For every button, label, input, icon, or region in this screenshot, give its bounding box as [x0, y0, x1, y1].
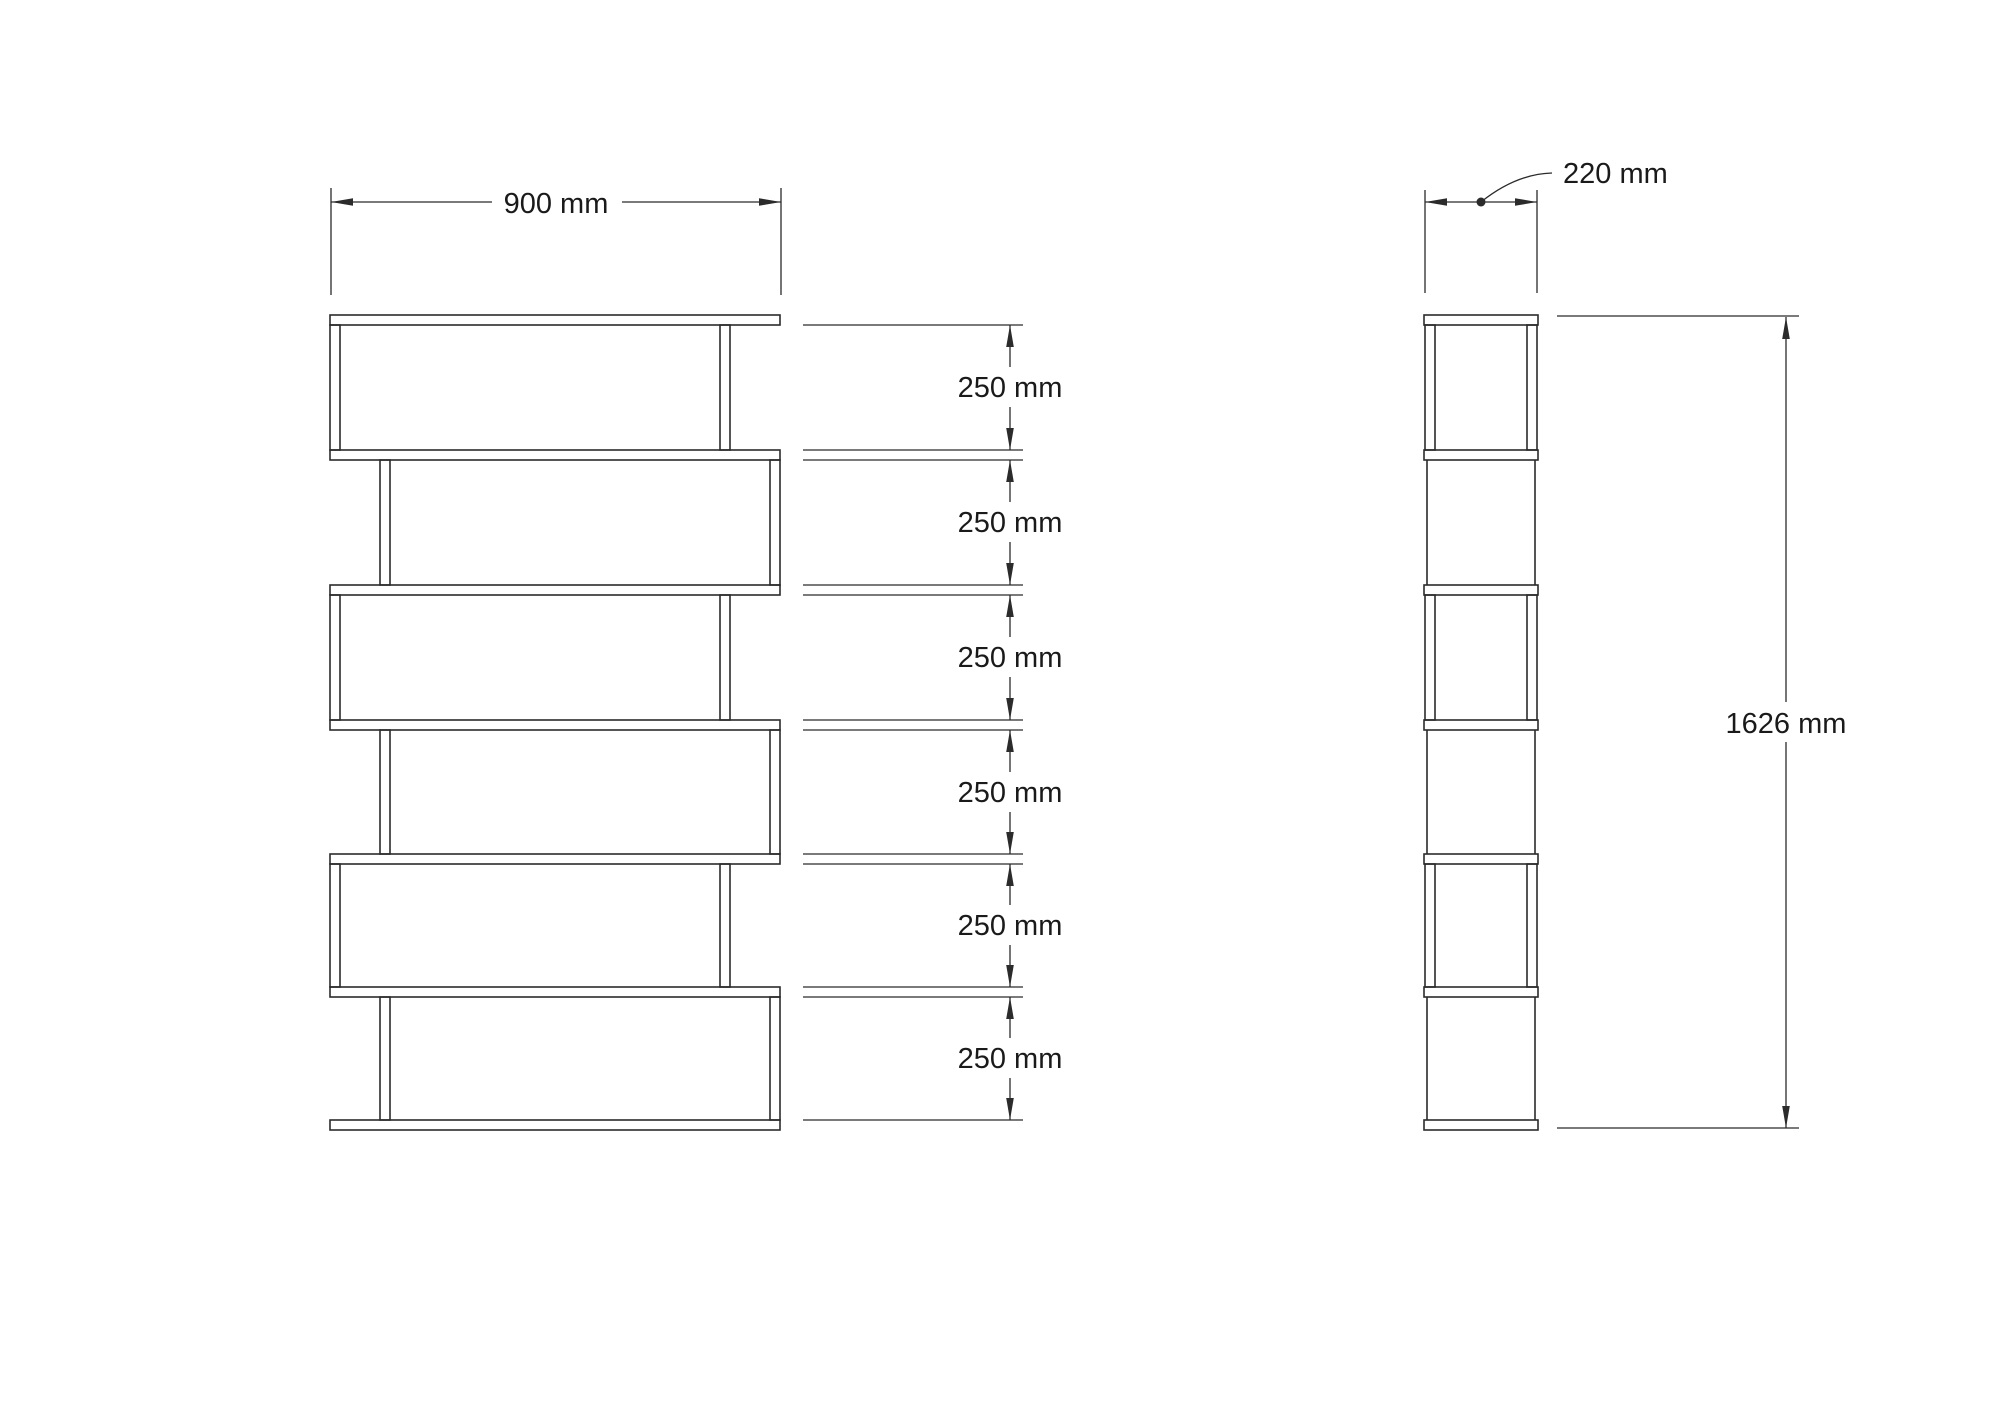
shelf-board: [329, 449, 781, 461]
shelf-board-edge: [1423, 853, 1539, 865]
divider-panel-edge: [1424, 594, 1436, 721]
shelf-board-edge: [1423, 986, 1539, 998]
shelf-spacing-label: 250 mm: [958, 1043, 1063, 1075]
front-width-dimension: 900 mm: [330, 188, 782, 295]
divider-panel: [379, 459, 391, 586]
divider-panel-edge: [1526, 324, 1538, 451]
cabinet-side-edges: [1426, 460, 1536, 1120]
shelf-board-edge: [1423, 584, 1539, 596]
divider-panel-edge: [1424, 324, 1436, 451]
shelf-board: [329, 314, 781, 326]
divider-panel: [769, 996, 781, 1121]
divider-panel: [719, 863, 731, 988]
shelf-board: [329, 986, 781, 998]
divider-panel: [769, 459, 781, 586]
shelf-spacing-label: 250 mm: [958, 642, 1063, 674]
shelf-spacing-dimensions: 250 mm 250 mm 250 mm 250 mm 250 mm 250 m…: [803, 324, 1063, 1121]
divider-panel-edge: [1526, 594, 1538, 721]
divider-panel-edge: [1526, 863, 1538, 988]
shelf-board: [329, 1119, 781, 1131]
shelf-board-edge: [1423, 719, 1539, 731]
divider-panel: [329, 594, 341, 721]
side-view: [1423, 314, 1539, 1131]
overall-height-label: 1626 mm: [1726, 708, 1847, 740]
side-depth-dimension: 220 mm: [1424, 158, 1668, 293]
shelf-board-edge: [1423, 449, 1539, 461]
divider-panel: [379, 996, 391, 1121]
divider-panel: [719, 324, 731, 451]
leader-line: [1480, 172, 1553, 203]
shelf-spacing-label: 250 mm: [958, 507, 1063, 539]
shelf-spacing-label: 250 mm: [958, 777, 1063, 809]
side-depth-label: 220 mm: [1563, 158, 1668, 190]
front-view: [329, 314, 781, 1131]
divider-panel: [379, 729, 391, 855]
front-width-label: 900 mm: [504, 188, 609, 220]
divider-panel: [329, 863, 341, 988]
shelf-board-edge: [1423, 314, 1539, 326]
shelf-board: [329, 853, 781, 865]
divider-panel: [769, 729, 781, 855]
shelf-board: [329, 719, 781, 731]
divider-panel: [719, 594, 731, 721]
divider-panel-edge: [1424, 863, 1436, 988]
overall-height-dimension: 1626 mm: [1557, 315, 1847, 1129]
divider-panel: [329, 324, 341, 451]
shelf-board-edge: [1423, 1119, 1539, 1131]
shelf-extension-lines: [803, 449, 1023, 998]
shelf-spacing-label: 250 mm: [958, 910, 1063, 942]
shelf-spacing-label: 250 mm: [958, 372, 1063, 404]
shelf-board: [329, 584, 781, 596]
